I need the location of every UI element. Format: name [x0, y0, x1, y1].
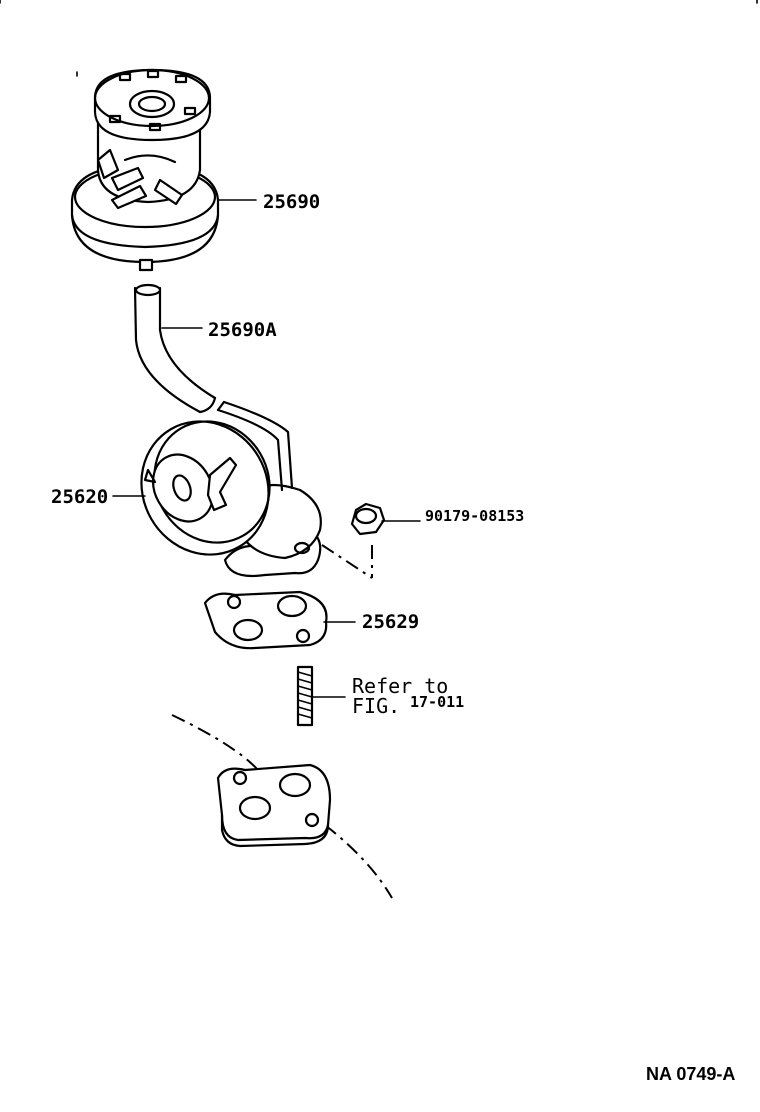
egr-valve-drawing: [140, 400, 322, 578]
hose-drawing: [133, 283, 217, 414]
manifold-flange-drawing: [171, 714, 393, 899]
nut-drawing: [321, 502, 386, 579]
vsv-drawing: [70, 68, 220, 272]
label-hose: 25690A: [208, 319, 277, 341]
label-vsv: 25690: [263, 191, 320, 213]
gasket-drawing: [203, 590, 328, 650]
label-gasket: 25629: [362, 611, 419, 633]
reference-fig-number: 17-011: [410, 693, 464, 711]
label-egr-valve: 25620: [51, 486, 108, 508]
reference-line1: Refer to: [352, 674, 448, 698]
reference-fig-prefix: FIG.: [352, 694, 400, 718]
corner-mark: [0, 0, 758, 4]
illustration-code: NA 0749-A: [646, 1064, 735, 1084]
stud-drawing: [296, 665, 314, 727]
label-nut: 90179-08153: [425, 507, 524, 525]
